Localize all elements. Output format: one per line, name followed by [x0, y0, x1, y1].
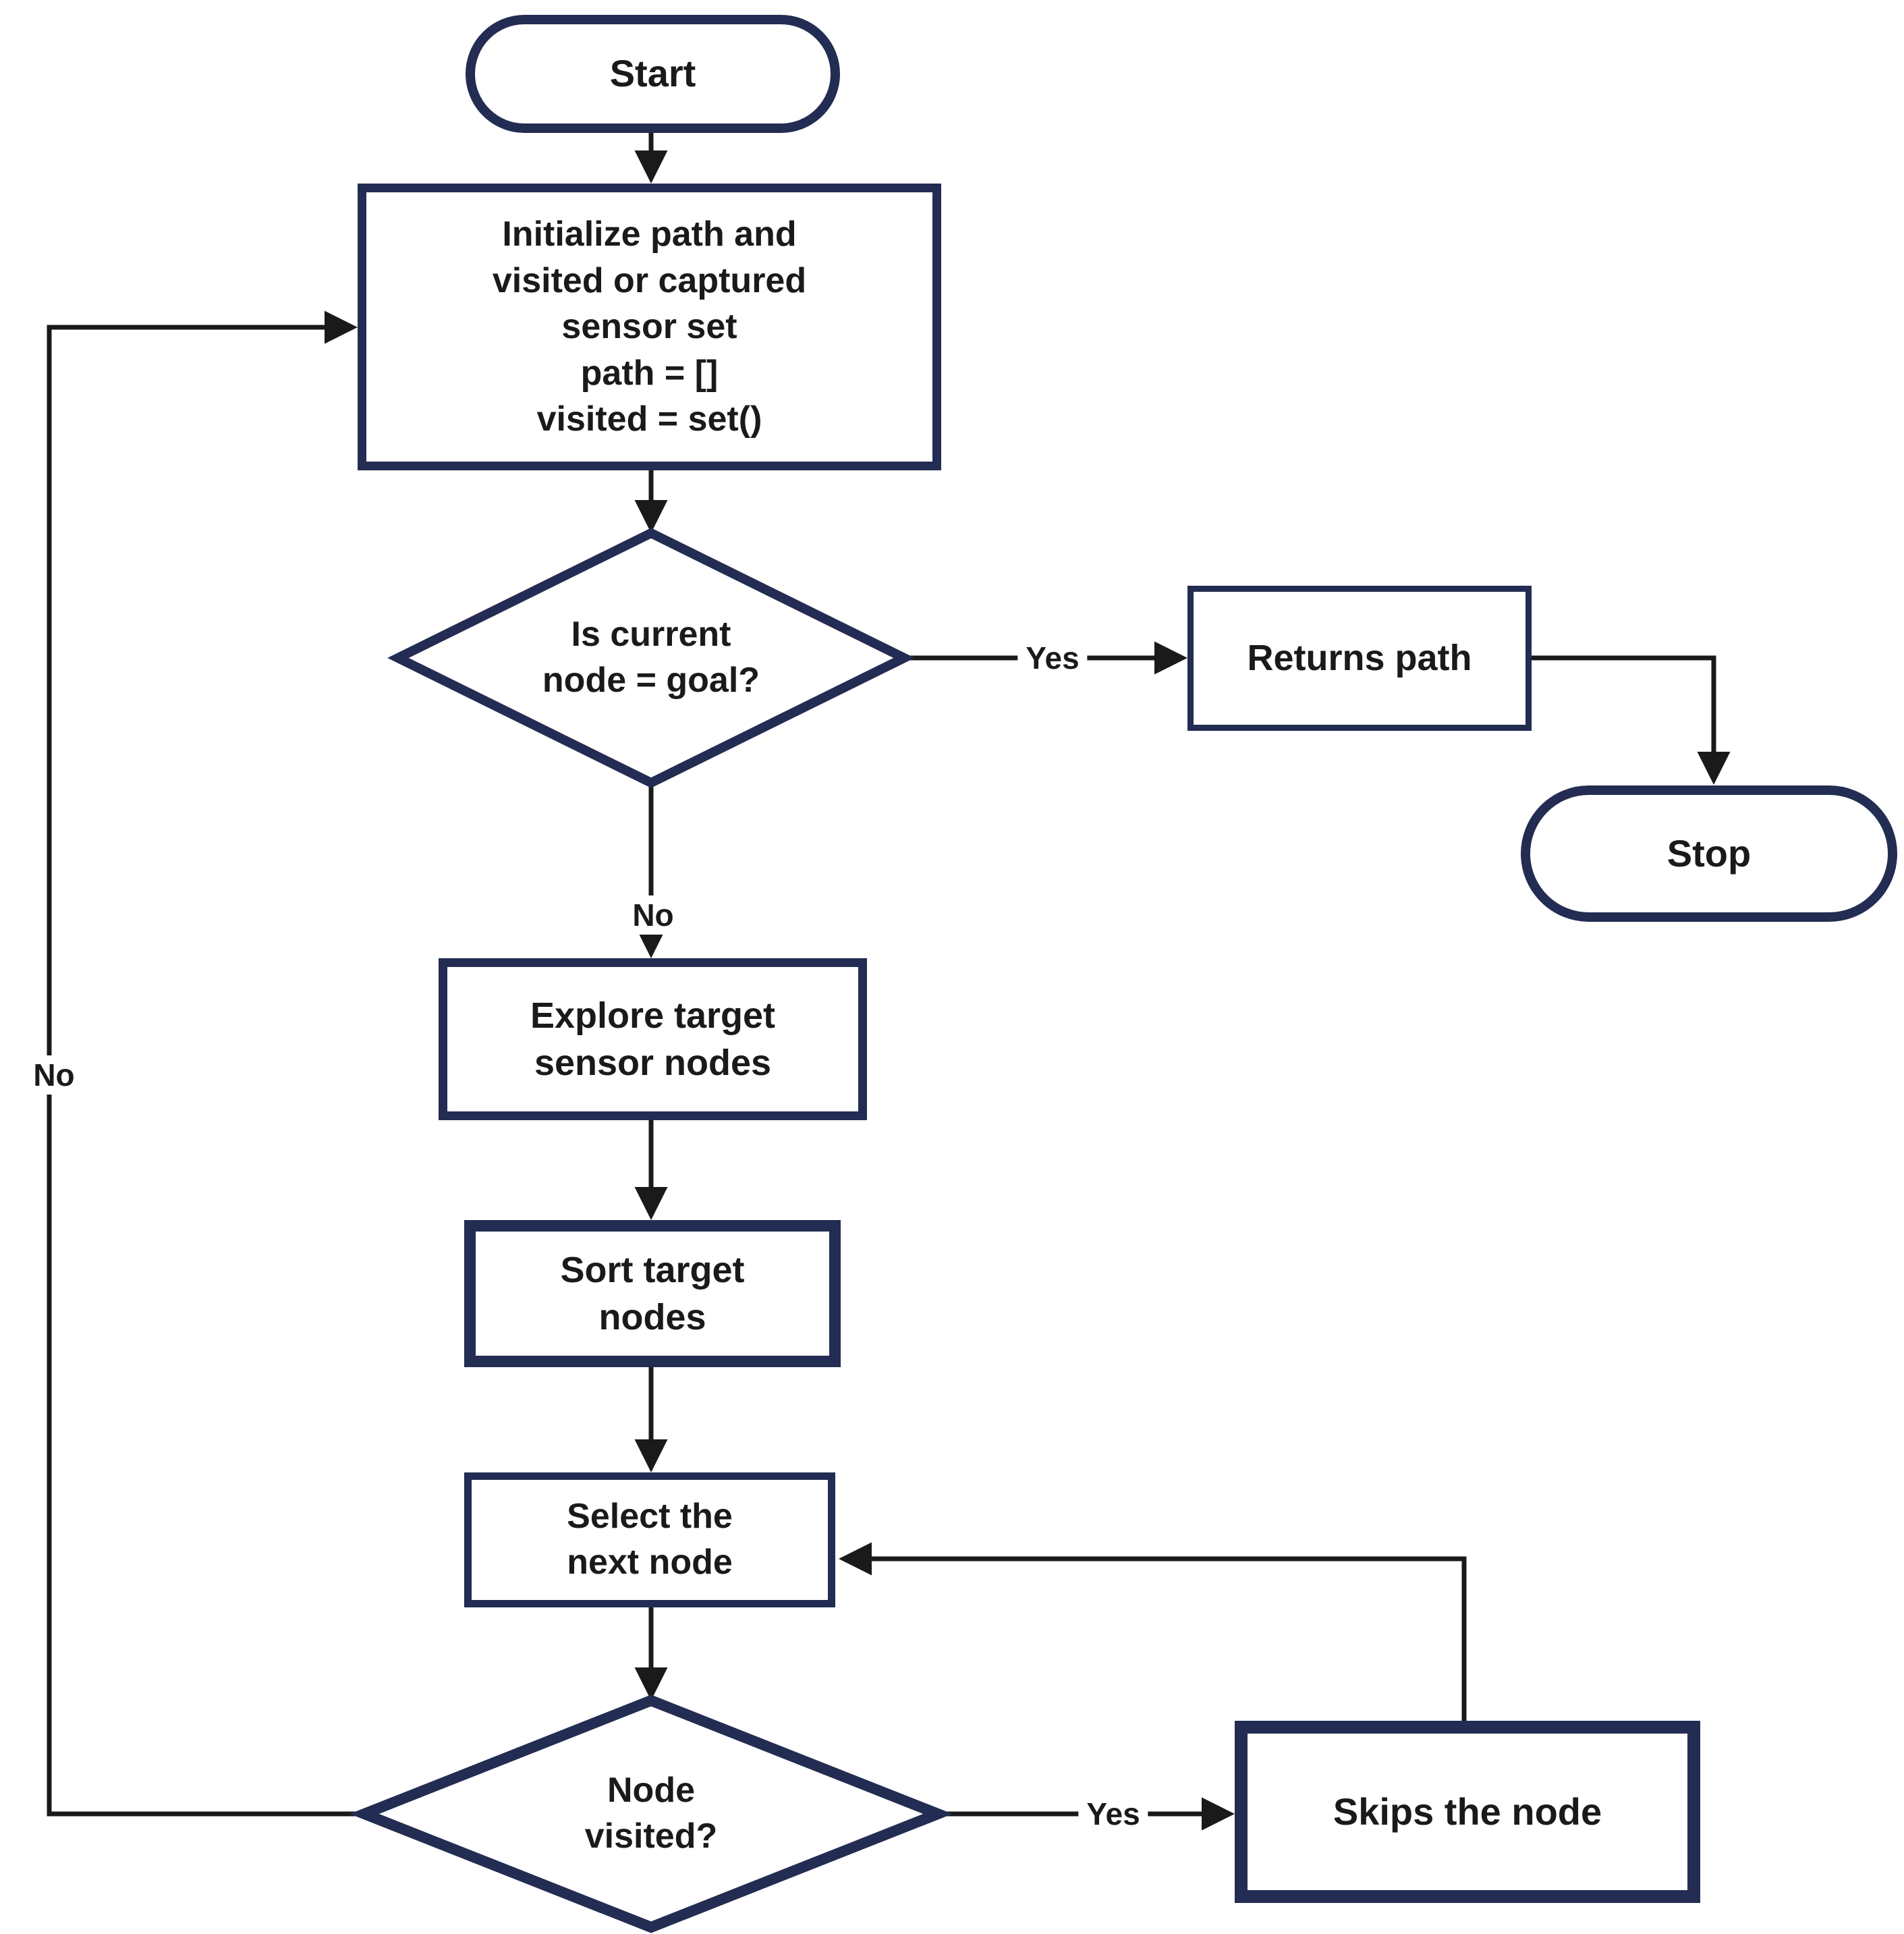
label-goal-no: No: [624, 895, 682, 935]
decision-visited-check-text: Node visited?: [584, 1771, 718, 1856]
returns-path-label: Returns path: [1247, 638, 1472, 679]
label-visited-no: No: [25, 1055, 83, 1095]
edge-visited-no-loop-to-init: [47, 310, 364, 1817]
decision-goal-check-shape: [387, 528, 915, 788]
select-text: Select the next node: [567, 1497, 733, 1582]
label-visited-yes: Yes: [1078, 1794, 1148, 1833]
explore-text: Explore target sensor nodes: [530, 995, 776, 1083]
decision-visited-check-shape: [349, 1694, 953, 1933]
skips-label: Skips the node: [1333, 1790, 1602, 1833]
decision-goal-check-text: Is current node = goal?: [542, 615, 760, 700]
sort-text: Sort target nodes: [560, 1249, 745, 1337]
explore-node: Explore target sensor nodes: [439, 958, 867, 1120]
sort-node: Sort target nodes: [464, 1220, 841, 1367]
select-node: Select the next node: [464, 1472, 835, 1607]
returns-path-node: Returns path: [1187, 586, 1532, 731]
stop-label: Stop: [1667, 831, 1752, 875]
skips-node: Skips the node: [1235, 1721, 1700, 1903]
start-node: Start: [466, 15, 840, 133]
edge-skips-loop-to-select: [839, 1542, 1467, 1721]
initialize-node: Initialize path and visited or captured …: [358, 184, 941, 470]
stop-node: Stop: [1521, 785, 1897, 922]
label-goal-yes: Yes: [1017, 638, 1088, 678]
edge-returns-path-to-stop: [1532, 655, 1731, 785]
initialize-text: Initialize path and visited or captured …: [492, 214, 807, 439]
start-label: Start: [609, 52, 696, 95]
